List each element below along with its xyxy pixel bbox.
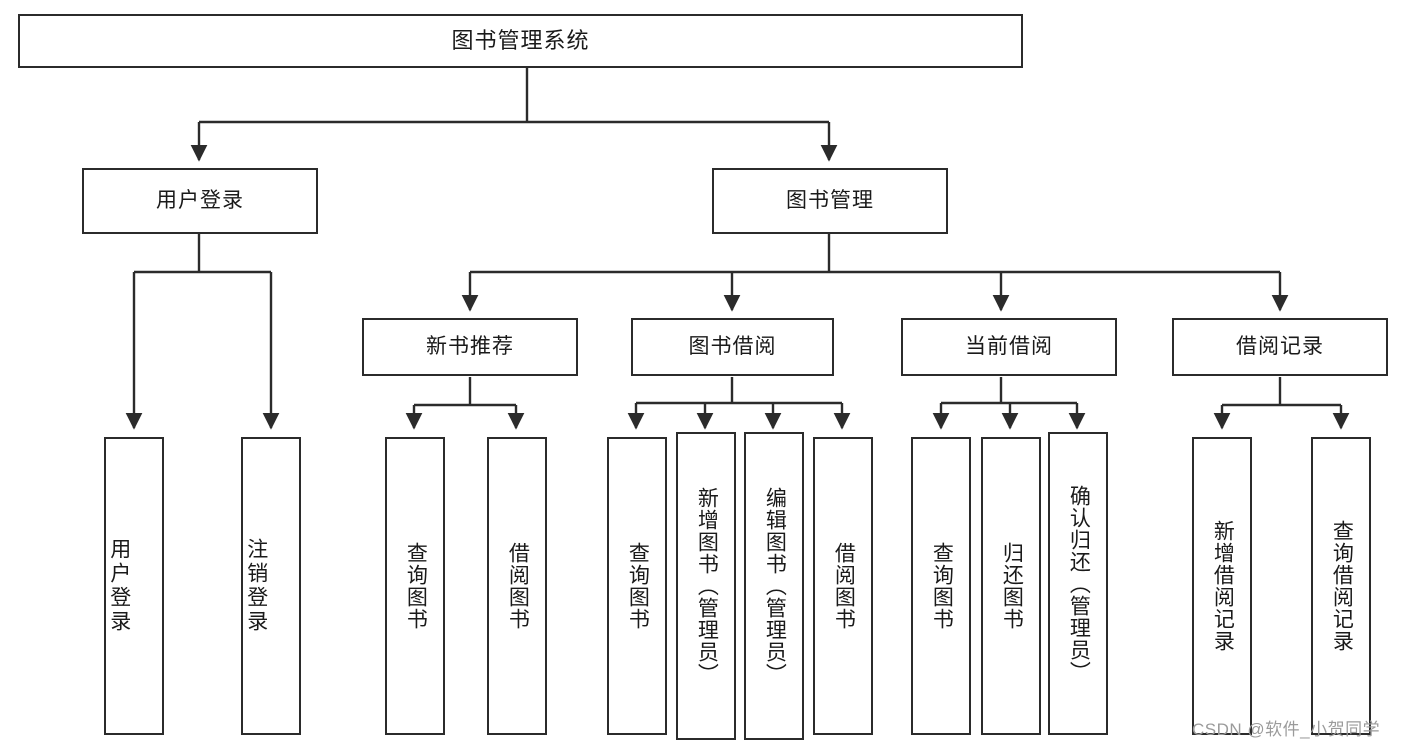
leaf-new-book-query[interactable]: 查询图书 bbox=[385, 437, 445, 735]
node-label: 查询图书 bbox=[930, 542, 954, 630]
node-label: 借阅图书 bbox=[832, 542, 856, 630]
node-label: 查询图书 bbox=[626, 542, 650, 630]
leaf-new-book-borrow[interactable]: 借阅图书 bbox=[487, 437, 547, 735]
leaf-current-query-book[interactable]: 查询图书 bbox=[911, 437, 971, 735]
leaf-user-logout[interactable]: 注销登录 bbox=[241, 437, 301, 735]
node-label: 新增图书（管理员） bbox=[695, 487, 719, 685]
node-book-borrowing[interactable]: 图书借阅 bbox=[631, 318, 834, 376]
node-borrow-record[interactable]: 借阅记录 bbox=[1172, 318, 1388, 376]
node-label: 图书借阅 bbox=[688, 334, 777, 358]
node-label: 借阅图书 bbox=[506, 542, 530, 630]
node-label: 用户登录 bbox=[156, 188, 244, 212]
leaf-current-confirm-return-admin[interactable]: 确认归还（管理员） bbox=[1048, 432, 1108, 735]
node-new-book-recommendation[interactable]: 新书推荐 bbox=[362, 318, 578, 376]
node-root-book-management-system[interactable]: 图书管理系统 bbox=[18, 14, 1023, 68]
node-label: 查询图书 bbox=[404, 542, 428, 630]
node-label: 注销登录 bbox=[244, 538, 268, 634]
leaf-user-login[interactable]: 用户登录 bbox=[104, 437, 164, 735]
node-label: 借阅记录 bbox=[1236, 334, 1324, 358]
node-book-management[interactable]: 图书管理 bbox=[712, 168, 948, 234]
node-label: 图书管理系统 bbox=[451, 28, 590, 54]
node-label: 确认归还（管理员） bbox=[1067, 484, 1091, 683]
node-label: 新书推荐 bbox=[426, 334, 514, 358]
node-user-login[interactable]: 用户登录 bbox=[82, 168, 318, 234]
leaf-borrow-edit-book-admin[interactable]: 编辑图书（管理员） bbox=[744, 432, 804, 740]
leaf-current-return-book[interactable]: 归还图书 bbox=[981, 437, 1041, 735]
leaf-record-query[interactable]: 查询借阅记录 bbox=[1311, 437, 1371, 735]
node-label: 查询借阅记录 bbox=[1330, 520, 1354, 652]
node-label: 当前借阅 bbox=[965, 334, 1053, 358]
node-label: 归还图书 bbox=[1000, 542, 1024, 630]
node-current-borrowing[interactable]: 当前借阅 bbox=[901, 318, 1117, 376]
node-label: 新增借阅记录 bbox=[1211, 520, 1235, 652]
node-label: 编辑图书（管理员） bbox=[763, 487, 787, 685]
leaf-borrow-query-book[interactable]: 查询图书 bbox=[607, 437, 667, 735]
node-label: 用户登录 bbox=[107, 538, 131, 634]
watermark: CSDN @软件_小贺同学 bbox=[1192, 720, 1381, 739]
leaf-borrow-borrow-book[interactable]: 借阅图书 bbox=[813, 437, 873, 735]
leaf-borrow-add-book-admin[interactable]: 新增图书（管理员） bbox=[676, 432, 736, 740]
node-label: 图书管理 bbox=[786, 188, 874, 212]
leaf-record-add[interactable]: 新增借阅记录 bbox=[1192, 437, 1252, 735]
